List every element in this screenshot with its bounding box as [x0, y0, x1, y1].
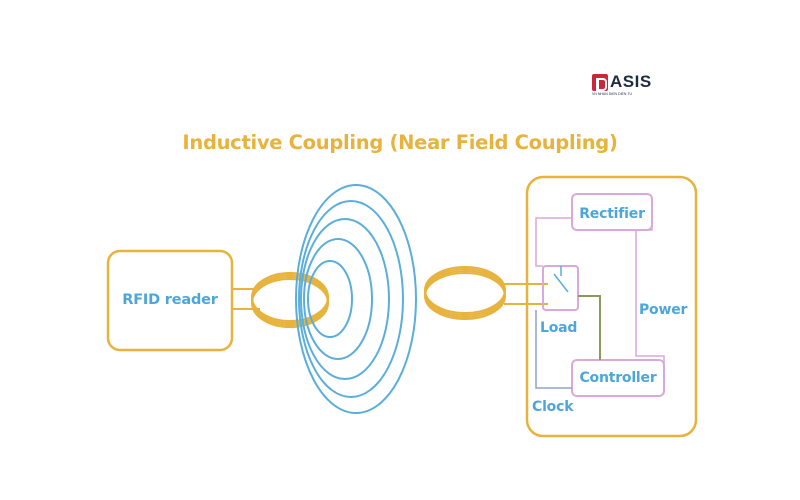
- logo-tagline: VN NHAN DIEN DIEN TU: [592, 92, 632, 96]
- clock-line: [535, 310, 572, 389]
- basis-b-logo-icon: [592, 74, 608, 91]
- rfid-reader-box: [106, 249, 234, 352]
- rectifier-to-load-wire: [535, 217, 572, 267]
- rfid-tag-box: [525, 175, 698, 438]
- diagram-title: Inductive Coupling (Near Field Coupling): [182, 131, 618, 154]
- magnetic-field-rings: [295, 184, 417, 414]
- load-switch-blade: [553, 273, 569, 293]
- load-controller-link: [578, 295, 601, 360]
- rfid-reader-label: RFID reader: [122, 292, 218, 308]
- clock-label: Clock: [532, 399, 574, 415]
- basis-logo: ASIS VN NHAN DIEN DIEN TU: [592, 72, 674, 99]
- reader-coil: [251, 272, 329, 328]
- logo-text: ASIS: [610, 72, 652, 91]
- tag-coil: [424, 266, 506, 320]
- controller-label: Controller: [579, 370, 657, 386]
- power-line: [635, 212, 665, 378]
- power-label: Power: [639, 302, 688, 318]
- load-label: Load: [540, 320, 578, 336]
- rectifier-label: Rectifier: [579, 206, 645, 222]
